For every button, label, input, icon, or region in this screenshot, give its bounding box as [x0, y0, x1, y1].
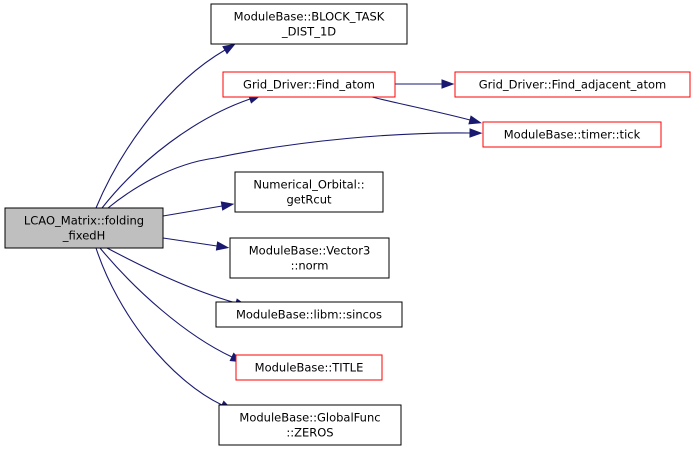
node-label: ModuleBase::GlobalFunc — [239, 411, 380, 425]
node-box — [235, 354, 383, 381]
edge-line — [371, 96, 471, 121]
edge-line — [106, 247, 237, 304]
node-label: getRcut — [287, 193, 332, 207]
arrow-head-icon — [220, 201, 235, 211]
node-label: ModuleBase::TITLE — [255, 361, 364, 375]
node-label: ModuleBase::Vector3 — [249, 244, 371, 258]
edge-line — [95, 247, 223, 406]
edge-root-to-getrcut — [162, 201, 235, 217]
node-zeros[interactable]: ModuleBase::GlobalFunc::ZEROS — [218, 404, 402, 446]
arrow-head-icon — [441, 79, 455, 89]
node-box — [218, 404, 402, 446]
node-find-atom[interactable]: Grid_Driver::Find_atom — [222, 71, 396, 98]
node-box — [454, 71, 691, 98]
node-vector3-norm[interactable]: ModuleBase::Vector3::norm — [229, 237, 390, 279]
arrow-head-icon — [215, 241, 230, 251]
node-box — [234, 171, 384, 213]
edge-line — [162, 205, 223, 217]
node-title[interactable]: ModuleBase::TITLE — [235, 354, 383, 381]
edge-root-to-vector3_norm — [162, 237, 230, 251]
node-timer-tick[interactable]: ModuleBase::timer::tick — [482, 121, 662, 148]
node-label: Numerical_Orbital:: — [253, 178, 364, 192]
edge-root-to-zeros — [95, 247, 234, 411]
edge-root-to-sincos — [106, 247, 248, 308]
edge-line — [107, 132, 471, 209]
edge-find_atom-to-timer_tick — [371, 96, 483, 125]
node-root: LCAO_Matrix::folding_fixedH — [4, 207, 164, 249]
node-box — [210, 3, 408, 45]
node-sincos[interactable]: ModuleBase::libm::sincos — [215, 301, 403, 328]
node-label: ModuleBase::BLOCK_TASK — [234, 10, 385, 24]
node-getrcut[interactable]: Numerical_Orbital::getRcut — [234, 171, 384, 213]
node-find-adjacent[interactable]: Grid_Driver::Find_adjacent_atom — [454, 71, 691, 98]
edge-root-to-timer_tick — [107, 128, 483, 209]
edge-line — [95, 49, 226, 209]
node-box — [4, 207, 164, 249]
node-label: LCAO_Matrix::folding — [24, 214, 144, 228]
node-box — [215, 301, 403, 328]
node-label: _fixedH — [62, 229, 105, 243]
edge-line — [99, 247, 233, 358]
node-box — [229, 237, 390, 279]
node-block-task[interactable]: ModuleBase::BLOCK_TASK_DIST_1D — [210, 3, 408, 45]
nodes-layer: LCAO_Matrix::folding_fixedH ModuleBase::B… — [4, 3, 691, 446]
node-label: ::ZEROS — [286, 426, 333, 440]
arrow-head-icon — [469, 128, 483, 138]
node-label: Grid_Driver::Find_atom — [243, 78, 375, 92]
node-label: Grid_Driver::Find_adjacent_atom — [479, 78, 666, 92]
arrow-head-icon — [468, 115, 483, 125]
node-label: ModuleBase::timer::tick — [504, 128, 641, 142]
edge-find_atom-to-find_adjacent — [395, 79, 455, 89]
edge-line — [162, 237, 218, 247]
edge-root-to-block_task — [95, 43, 236, 209]
node-box — [222, 71, 396, 98]
arrow-head-icon — [222, 43, 236, 55]
node-label: ::norm — [291, 259, 329, 273]
node-label: _DIST_1D — [281, 25, 336, 39]
edge-line — [101, 98, 251, 209]
node-label: ModuleBase::libm::sincos — [236, 308, 382, 322]
node-box — [482, 121, 662, 148]
